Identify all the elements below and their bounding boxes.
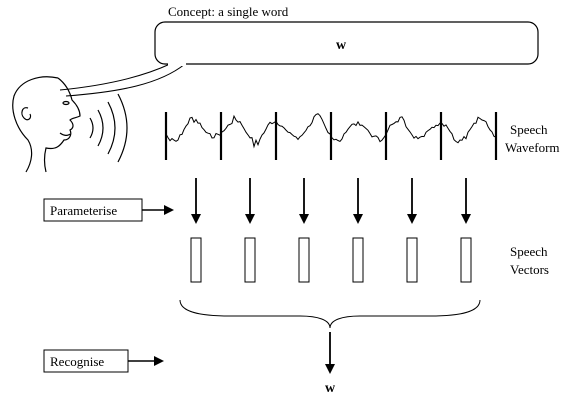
sound-waves-icon: [89, 93, 128, 163]
concept-word: w: [336, 38, 347, 53]
vectors-label-line2: Vectors: [510, 262, 549, 277]
recognise-label: Recognise: [50, 354, 104, 369]
speech-vector: [244, 237, 256, 283]
speech-vector: [352, 237, 364, 283]
speech-vector: [190, 237, 202, 283]
waveform-label-line1: Speech: [510, 122, 548, 137]
speech-vector: [460, 237, 472, 283]
speech-vector: [298, 237, 310, 283]
grouping-brace: [179, 299, 481, 329]
waveform-frame-markers: [164, 112, 498, 160]
parameterise-arrows: [191, 178, 471, 224]
output-word: w: [325, 381, 336, 396]
concept-caption: Concept: a single word: [168, 4, 289, 19]
speech-vector: [406, 237, 418, 283]
speaker-head-icon: [12, 76, 81, 173]
vectors-label-line1: Speech: [510, 244, 548, 259]
parameterise-label: Parameterise: [50, 203, 117, 218]
waveform-label-line2: Waveform: [505, 140, 560, 155]
speech-waveform: [164, 112, 498, 160]
speech-bubble: [59, 21, 539, 97]
speech-vectors: [190, 237, 472, 283]
